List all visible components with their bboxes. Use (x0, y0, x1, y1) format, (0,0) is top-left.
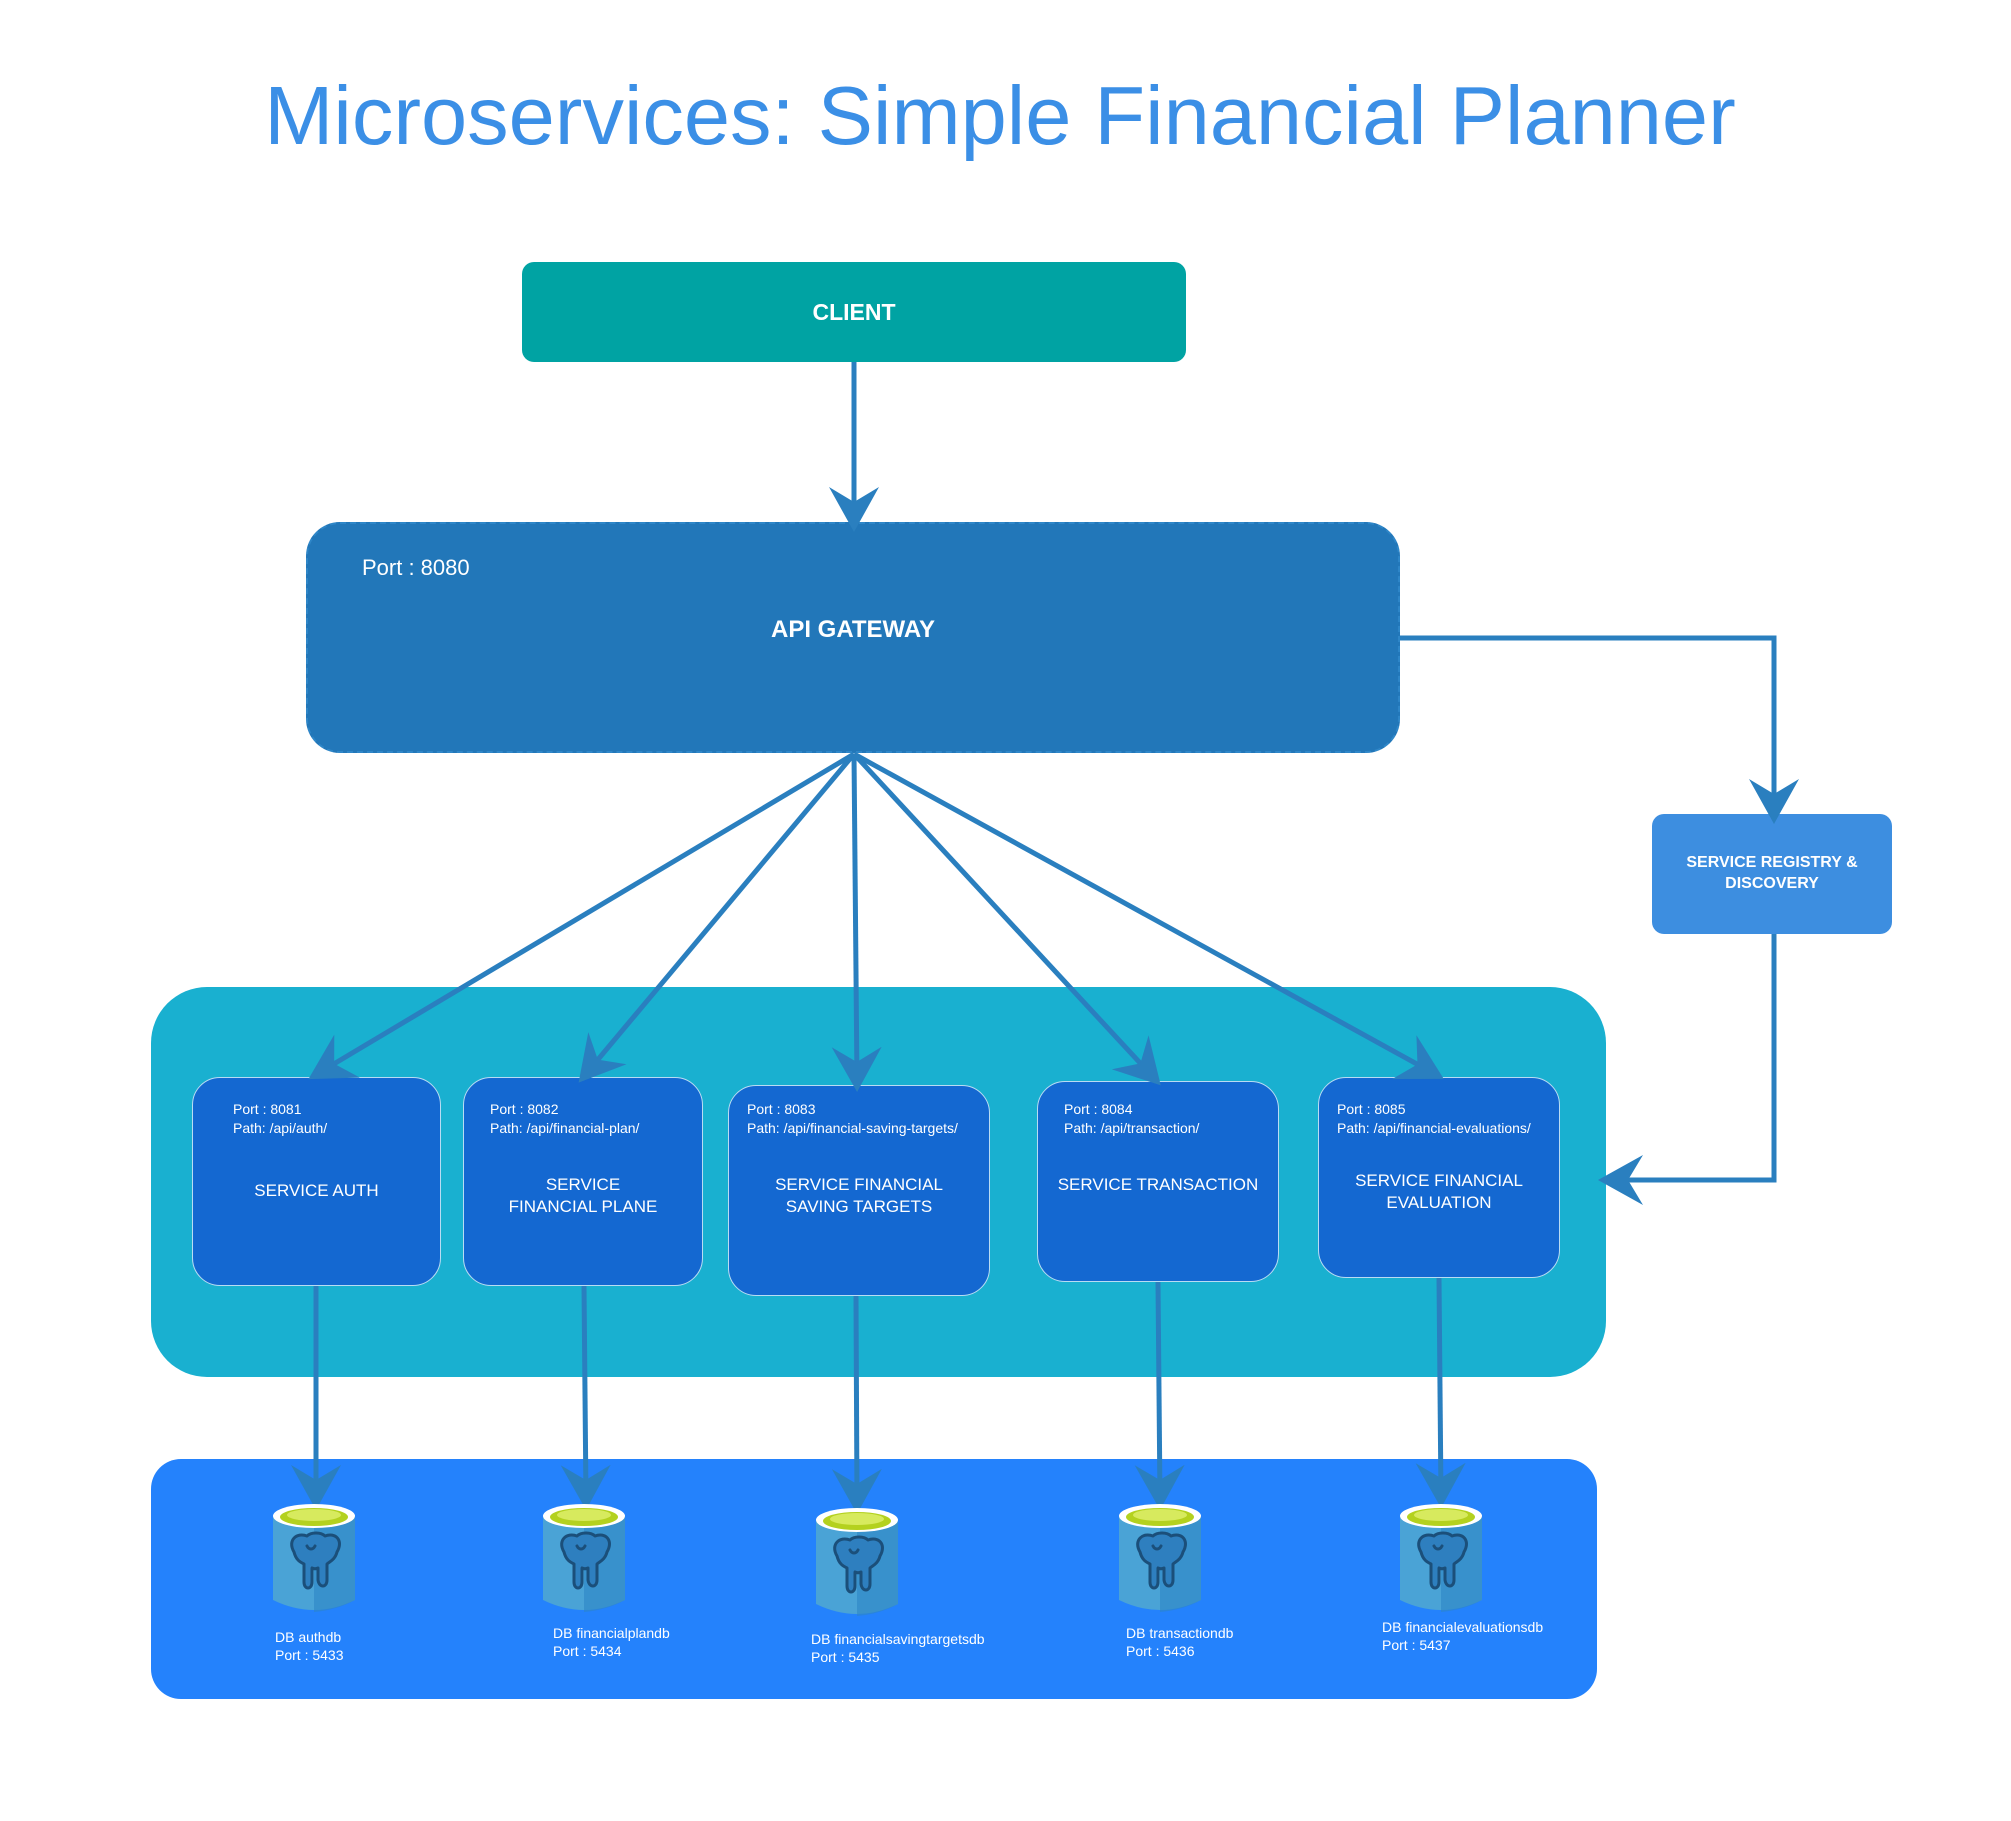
service-financial-plan-box: Port : 8082 Path: /api/financial-plan/ S… (463, 1077, 703, 1286)
db-port: Port : 5434 (553, 1643, 622, 1660)
gateway-to-service-evaluation-arrow (852, 751, 1444, 1080)
gateway-to-registry-arrow (1400, 635, 1799, 824)
service-name-line1: SERVICE TRANSACTION (1057, 1175, 1259, 1194)
client-label: CLIENT (812, 298, 896, 325)
postgresql-database-icon (541, 1502, 627, 1614)
service-path: Path: /api/auth/ (233, 1119, 328, 1136)
gateway-to-service-auth-arrow (308, 751, 856, 1080)
plan-to-db-arrow (560, 1285, 611, 1510)
db-name: DB transactiondb (1126, 1625, 1234, 1641)
postgresql-database-icon (1398, 1502, 1484, 1614)
saving-to-db-arrow (831, 1295, 882, 1514)
service-registry-box: SERVICE REGISTRY & DISCOVERY (1652, 814, 1892, 934)
api-gateway-port: Port : 8080 (362, 555, 470, 580)
db-port: Port : 5436 (1126, 1643, 1195, 1660)
service-auth-box: Port : 8081 Path: /api/auth/ SERVICE AUT… (192, 1077, 441, 1286)
service-port: Port : 8084 (1064, 1101, 1133, 1117)
gateway-to-service-saving-arrow (831, 753, 882, 1092)
service-port: Port : 8083 (747, 1101, 816, 1117)
service-port: Port : 8081 (233, 1101, 302, 1117)
api-gateway-label: API GATEWAY (770, 616, 936, 643)
db-name: DB financialsavingtargetsdb (811, 1631, 985, 1647)
service-name-line2: FINANCIAL PLANE (508, 1197, 658, 1217)
service-name-line2: SAVING TARGETS (785, 1197, 933, 1217)
gateway-to-service-plan-arrow (578, 752, 856, 1083)
service-port: Port : 8085 (1337, 1101, 1406, 1117)
service-path: Path: /api/financial-plan/ (490, 1119, 640, 1136)
db-label-financialplandb: DB financialplandb Port : 5434 (553, 1624, 670, 1660)
service-path: Path: /api/financial-evaluations/ (1337, 1119, 1531, 1136)
postgresql-database-icon (271, 1502, 357, 1614)
transaction-to-db-arrow (1134, 1281, 1185, 1510)
db-name: DB financialplandb (553, 1625, 670, 1641)
service-name-line1: SERVICE FINANCIAL (775, 1175, 943, 1194)
registry-to-services-arrow (1598, 934, 1777, 1205)
db-port: Port : 5433 (275, 1647, 344, 1664)
db-name: DB authdb (275, 1629, 342, 1645)
service-transaction-box: Port : 8084 Path: /api/transaction/ SERV… (1037, 1081, 1279, 1282)
service-name-line2: EVALUATION (1386, 1193, 1492, 1213)
service-port: Port : 8082 (490, 1101, 559, 1117)
service-name-line1: SERVICE (545, 1175, 621, 1194)
gateway-to-service-transaction-arrow (852, 752, 1161, 1086)
db-label-financialsavingtargetsdb: DB financialsavingtargetsdb Port : 5435 (811, 1630, 985, 1666)
postgresql-database-icon (1117, 1502, 1203, 1614)
db-label-transactiondb: DB transactiondb Port : 5436 (1126, 1624, 1233, 1660)
client-box: CLIENT (522, 262, 1186, 362)
service-path: Path: /api/financial-saving-targets/ (747, 1119, 958, 1136)
service-financial-evaluation-box: Port : 8085 Path: /api/financial-evaluat… (1318, 1077, 1560, 1278)
db-port: Port : 5437 (1382, 1637, 1451, 1654)
db-name: DB financialevaluationsdb (1382, 1619, 1544, 1635)
db-label-authdb: DB authdb Port : 5433 (275, 1628, 344, 1664)
service-saving-targets-box: Port : 8083 Path: /api/financial-saving-… (728, 1085, 990, 1296)
postgresql-database-icon (814, 1506, 900, 1618)
evaluation-to-db-arrow (1415, 1277, 1466, 1508)
db-port: Port : 5435 (811, 1649, 880, 1666)
service-registry-label: SERVICE REGISTRY & DISCOVERY (1686, 854, 1858, 892)
service-path: Path: /api/transaction/ (1064, 1119, 1200, 1136)
service-name-line1: SERVICE FINANCIAL (1355, 1171, 1523, 1190)
service-name-line1: SERVICE AUTH (254, 1181, 379, 1200)
diagram-title: Microservices: Simple Financial Planner (264, 69, 1736, 162)
db-label-financialevaluationsdb: DB financialevaluationsdb Port : 5437 (1382, 1618, 1543, 1654)
